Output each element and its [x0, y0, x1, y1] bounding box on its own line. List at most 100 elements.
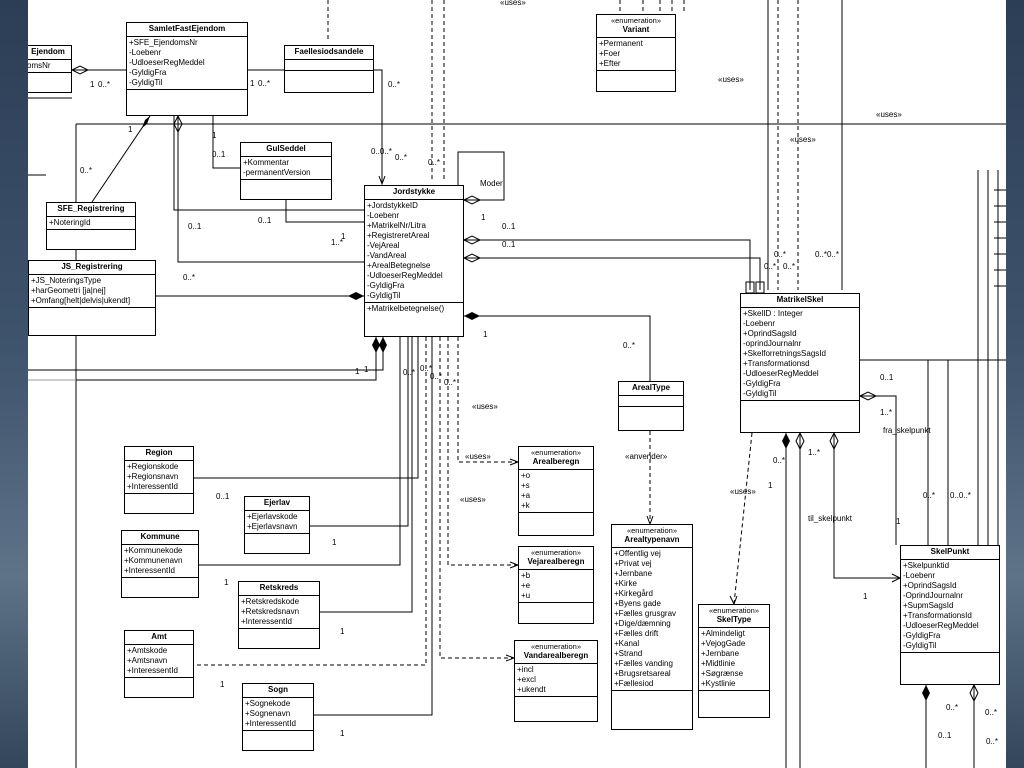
- association-label: 1: [332, 538, 337, 547]
- class-header: «enumeration»SkelType: [699, 605, 769, 628]
- class-name: JS_Registrering: [61, 262, 123, 271]
- class-attribute: +OprindSagsId: [903, 581, 957, 590]
- class-faelles[interactable]: Faellesiodsandele: [284, 45, 374, 93]
- class-attribute: +Fællesiod: [614, 679, 654, 688]
- association-label: 1: [250, 79, 255, 88]
- association-label: 0..*: [395, 153, 408, 162]
- class-attributes: +JordstykkeID-Loebenr+MatrikelNr/Litra+R…: [365, 200, 463, 303]
- class-attribute: +Strand: [614, 649, 643, 658]
- class-name: Retskreds: [259, 583, 299, 592]
- class-header: SamletFastEjendom: [127, 23, 247, 37]
- association-label: 0..*: [183, 273, 196, 282]
- association-label: 1..*: [880, 408, 893, 417]
- class-attribute: +a: [521, 491, 531, 500]
- class-attributes: [619, 396, 683, 407]
- class-retskreds[interactable]: Retskreds +Retskredskode+Retskredsnavn+In…: [238, 581, 320, 649]
- association-label: 0..*: [946, 703, 959, 712]
- class-attribute: +Offentlig vej: [614, 549, 661, 558]
- class-vejareal[interactable]: «enumeration»Vejarealberegn+b+e+u: [518, 546, 594, 624]
- class-attribute: +o: [521, 471, 531, 480]
- class-attribute: -OprindJournalnr: [903, 591, 964, 600]
- class-attributes: [285, 60, 373, 71]
- class-stereotype: «enumeration»: [530, 548, 582, 557]
- class-attributes: +Ejerlavskode+Ejerlavsnavn: [245, 511, 309, 534]
- association-label: 0..1: [258, 216, 272, 225]
- class-stereotype: «enumeration»: [530, 642, 582, 651]
- class-operations: [125, 494, 193, 502]
- class-samlet[interactable]: SamletFastEjendom+SFE_EjendomsNr-Loebenr…: [126, 22, 248, 116]
- class-jordstykke[interactable]: Jordstykke +JordstykkeID-Loebenr+Matrikel…: [364, 185, 464, 337]
- class-name: Jordstykke: [392, 187, 436, 196]
- class-arealtype[interactable]: ArealType: [618, 381, 684, 431]
- association-label: 0..1: [188, 222, 202, 231]
- class-attributes: +b+e+u: [519, 570, 593, 603]
- association-label: 1: [863, 592, 868, 601]
- class-sfereg[interactable]: SFE_Registrering+NoteringId: [46, 202, 136, 250]
- class-operations: [612, 691, 692, 699]
- class-region[interactable]: Region+Regionskode+Regionsnavn+Interesse…: [124, 446, 194, 514]
- association-label: 1: [483, 330, 488, 339]
- class-header: Retskreds: [239, 582, 319, 596]
- class-ejerlav[interactable]: Ejerlav+Ejerlavskode+Ejerlavsnavn: [244, 496, 310, 554]
- class-attribute: +SFE_EjendomsNr: [129, 38, 198, 47]
- class-attribute: -Loebenr: [903, 571, 936, 580]
- class-name: Arealtypenavn: [624, 535, 680, 544]
- association-label: 0..*: [986, 737, 999, 746]
- class-skelpunkt[interactable]: SkelPunkt+Skelpunktid-Loebenr+OprindSags…: [900, 545, 1000, 685]
- association-label: Moder: [480, 179, 503, 188]
- class-variant[interactable]: «enumeration»Variant+Permanent+Foer+Efte…: [596, 14, 676, 92]
- class-attributes: +Regionskode+Regionsnavn+InteressentId: [125, 461, 193, 494]
- class-skeltype[interactable]: «enumeration»SkelType+Almindeligt+VejogG…: [698, 604, 770, 718]
- association-label: 1: [90, 80, 95, 89]
- class-amt[interactable]: Amt+Amtskode+Amtsnavn+InteressentId: [124, 630, 194, 698]
- association-label: 1: [481, 213, 486, 222]
- class-attribute: -GyldigFra: [903, 631, 941, 640]
- association-label: «uses»: [730, 487, 756, 496]
- association-label: 1: [341, 232, 346, 241]
- class-attribute: +Regionsnavn: [127, 472, 179, 481]
- class-attribute: +Ejerlavsnavn: [247, 522, 298, 531]
- class-jsreg[interactable]: JS_Registrering+JS_NoteringsType+harGeom…: [28, 260, 156, 336]
- class-attribute: +Kirkegård: [614, 589, 653, 598]
- class-attribute: -GyldigTil: [367, 291, 401, 300]
- class-name: Faellesiodsandele: [294, 47, 364, 56]
- class-header: Sogn: [243, 684, 313, 698]
- class-stereotype: «enumeration»: [626, 526, 678, 535]
- class-gulseddel[interactable]: GulSeddel+Kommentar-permanentVersion: [240, 142, 332, 200]
- class-attribute: +Kommunenavn: [124, 556, 183, 565]
- class-attributes: +Skelpunktid-Loebenr+OprindSagsId-Oprind…: [901, 560, 999, 653]
- association-label: 0..1: [938, 731, 952, 740]
- class-matrikelskel[interactable]: MatrikelSkel+SkelID : Integer-Loebenr+Op…: [740, 293, 860, 433]
- class-header: SkelPunkt: [901, 546, 999, 560]
- class-kommune[interactable]: Kommune+Kommunekode+Kommunenavn+Interess…: [121, 530, 199, 598]
- class-header: «enumeration»Variant: [597, 15, 675, 38]
- class-attribute: +Jernbane: [701, 649, 740, 658]
- class-attribute: +Kanal: [614, 639, 640, 648]
- association-label: 0..*: [764, 262, 777, 271]
- class-attributes: +Retskredskode+Retskredsnavn+Interessent…: [239, 596, 319, 629]
- class-attribute: +Skelpunktid: [903, 561, 950, 570]
- class-attribute: +Kommunekode: [124, 546, 183, 555]
- class-header: Ejendom: [28, 46, 71, 60]
- association-label: 1: [220, 680, 225, 689]
- class-arealberegn[interactable]: «enumeration»Arealberegn+o+s+a+k: [518, 446, 594, 536]
- class-arealtypenavn[interactable]: «enumeration»Arealtypenavn +Offentlig vej…: [611, 524, 693, 730]
- association-label: 1: [212, 131, 217, 140]
- class-attribute: +NoteringId: [49, 218, 91, 227]
- class-sogn[interactable]: Sogn+Sognekode+Sognenavn+InteressentId: [242, 683, 314, 751]
- association-label: 0..*: [430, 372, 443, 381]
- class-attribute: +Permanent: [599, 39, 643, 48]
- class-attributes: +Amtskode+Amtsnavn+InteressentId: [125, 645, 193, 678]
- association-label: 0..*: [923, 491, 936, 500]
- class-header: Amt: [125, 631, 193, 645]
- class-vandareal[interactable]: «enumeration»Vandarealberegn+incl+excl+u…: [514, 640, 598, 722]
- class-attribute: +JS_NoteringsType: [31, 276, 102, 285]
- class-attribute: +Kystlinie: [701, 679, 736, 688]
- class-attribute: +JordstykkeID: [367, 201, 418, 210]
- class-operations: [699, 691, 769, 699]
- class-attributes: +incl+excl+ukendt: [515, 664, 597, 697]
- class-attribute: -UdloeserRegMeddel: [743, 369, 819, 378]
- class-operations: [519, 603, 593, 611]
- class-attribute: +SkelID : Integer: [743, 309, 803, 318]
